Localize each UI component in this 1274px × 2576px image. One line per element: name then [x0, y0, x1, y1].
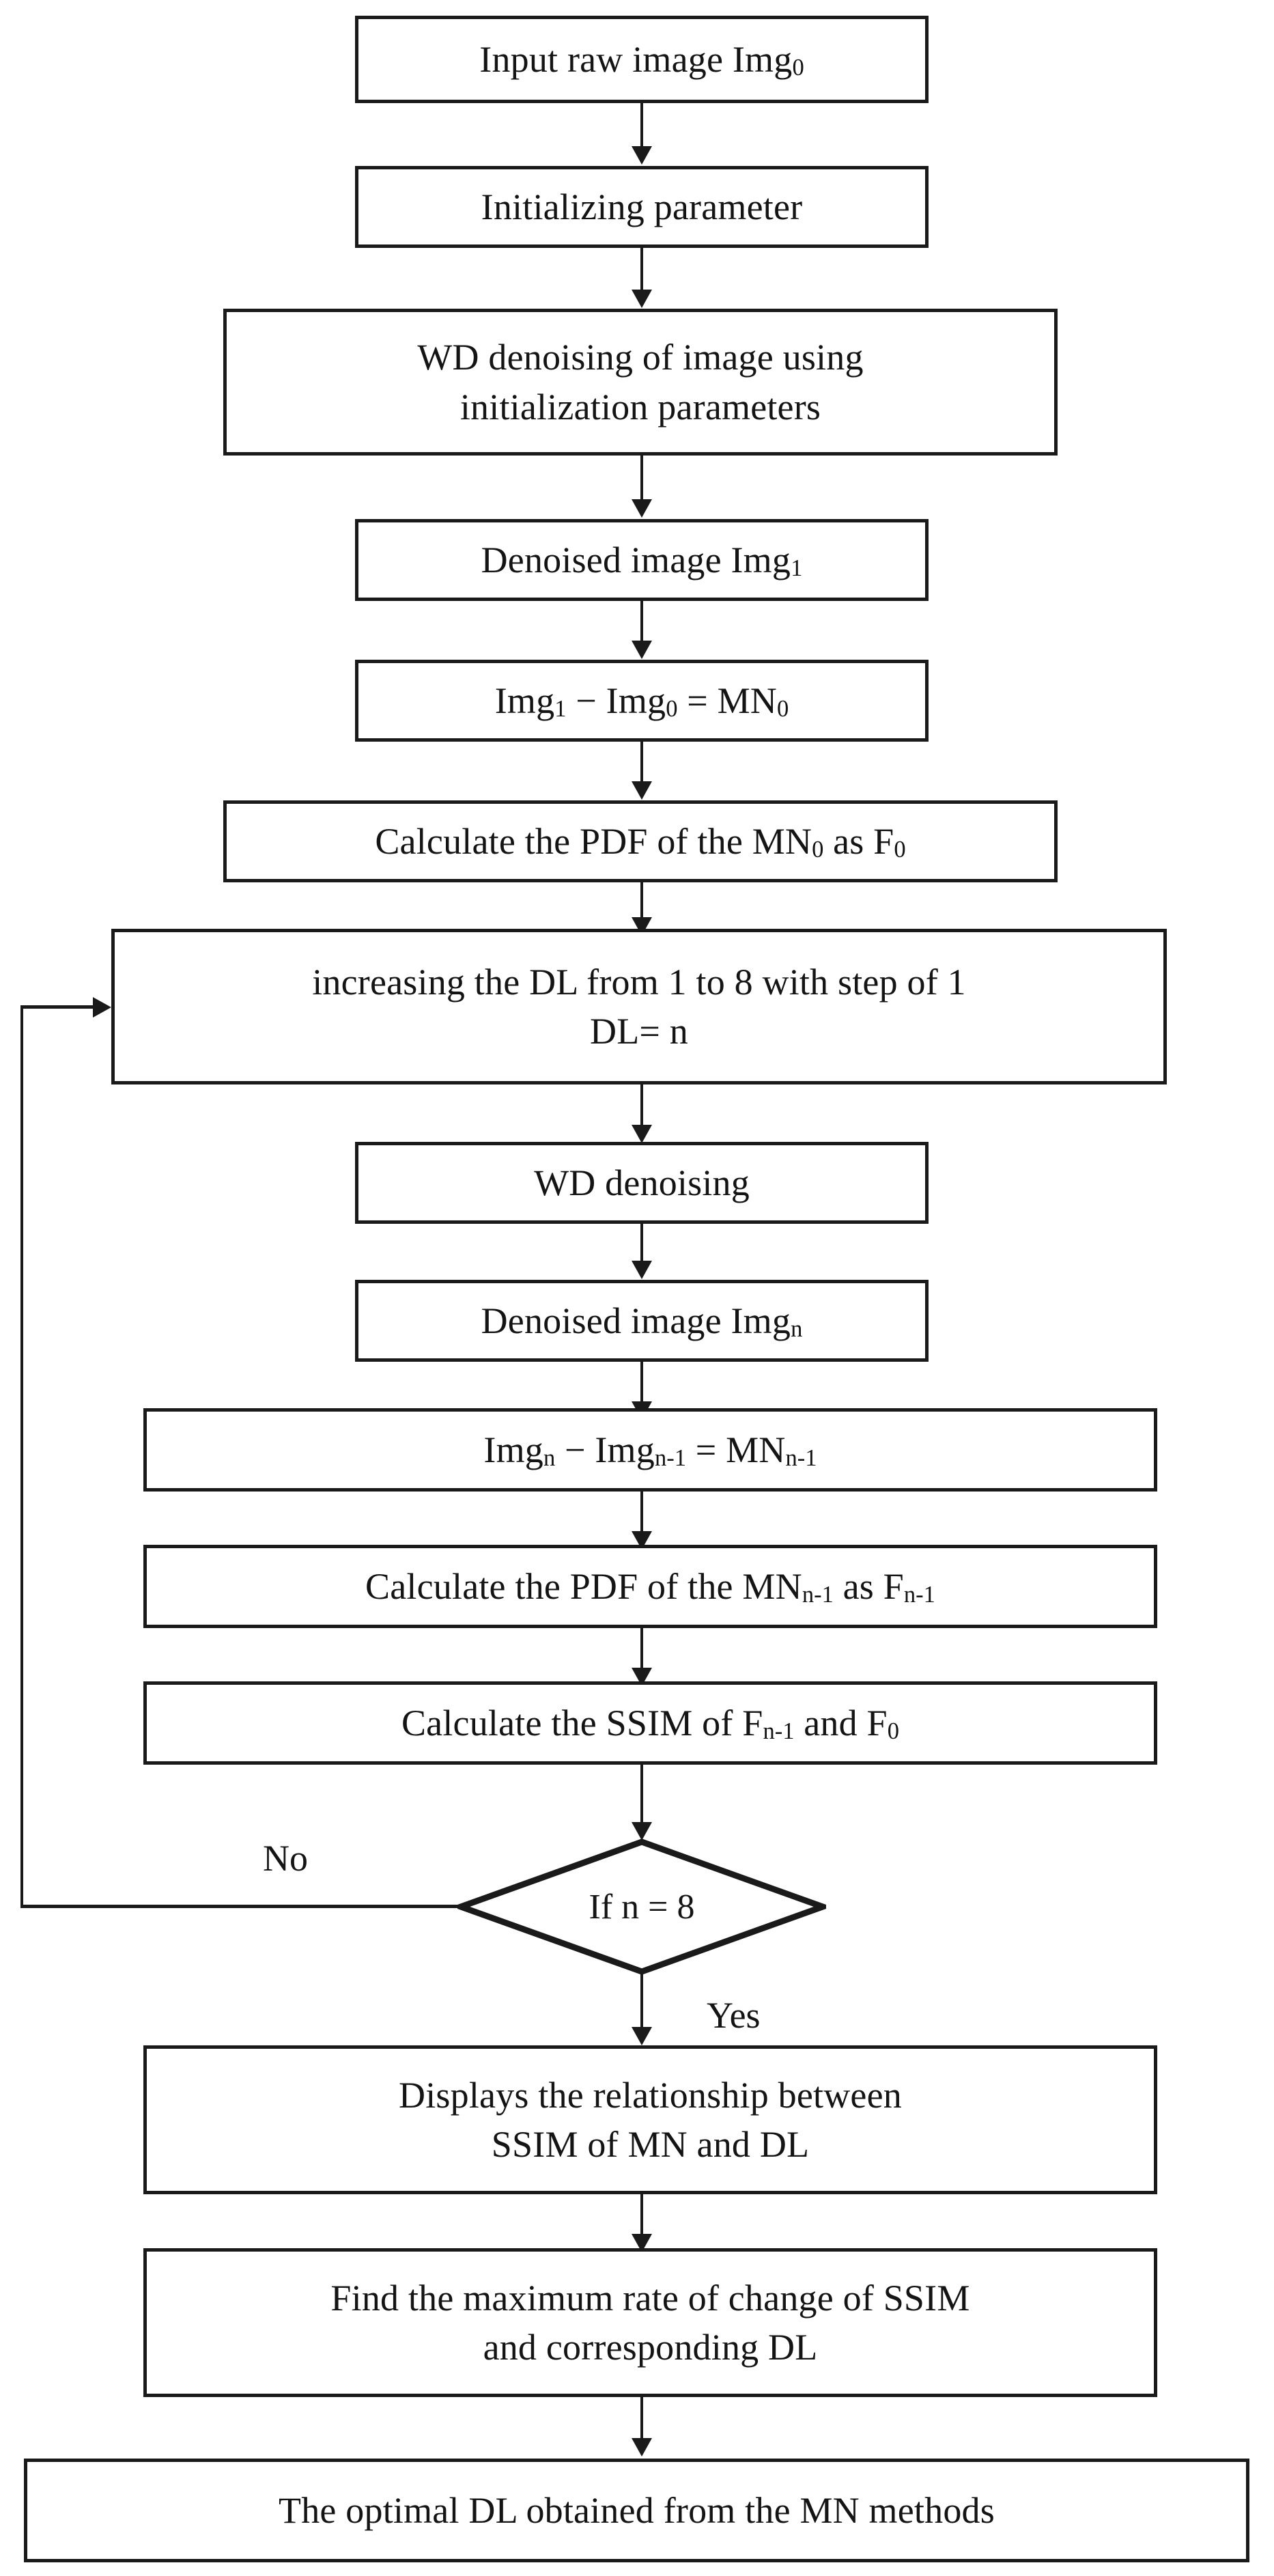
node-decision-if-n-equals-8[interactable]: If n = 8	[457, 1838, 826, 1975]
connector-n2-n3	[640, 248, 643, 299]
node-label: Calculate the PDF of the MN0 as F0	[375, 820, 906, 863]
connector-n15-n16	[640, 2397, 643, 2448]
node-denoised-image-n[interactable]: Denoised image Imgn	[355, 1280, 929, 1362]
arrowhead-n7-n8	[632, 1125, 652, 1143]
arrowhead-yes-branch	[632, 2027, 652, 2045]
connector-no-branch-return	[20, 1005, 93, 1009]
connector-n4-n5	[640, 601, 643, 650]
arrowhead-n8-n9	[632, 1261, 652, 1279]
arrowhead-n15-n16	[632, 2438, 652, 2456]
node-wd-denoising[interactable]: WD denoising	[355, 1142, 929, 1224]
connector-no-branch-horizontal	[20, 1905, 464, 1908]
node-initializing-parameter[interactable]: Initializing parameter	[355, 166, 929, 248]
connector-yes-branch	[640, 1972, 643, 2041]
node-label: Input raw image Img0	[479, 38, 804, 81]
node-increasing-dl-loop[interactable]: increasing the DL from 1 to 8 with step …	[111, 929, 1167, 1084]
node-label: Calculate the PDF of the MNn-1 as Fn-1	[365, 1565, 935, 1608]
node-label: WD denoising	[534, 1162, 750, 1203]
arrowhead-n4-n5	[632, 641, 652, 659]
connector-n1-n2	[640, 103, 643, 154]
node-calc-ssim[interactable]: Calculate the SSIM of Fn-1 and F0	[143, 1681, 1157, 1765]
node-label: Denoised image Imgn	[481, 1300, 803, 1343]
arrowhead-n3-n4	[632, 499, 652, 518]
arrowhead-no-branch	[93, 997, 111, 1018]
connector-n7-n8	[640, 1084, 643, 1134]
connector-no-branch-vertical	[20, 1005, 23, 1908]
diamond-shape	[457, 1838, 826, 1975]
node-denoised-image-1[interactable]: Denoised image Img1	[355, 519, 929, 601]
node-calc-pdf-mn0[interactable]: Calculate the PDF of the MN0 as F0	[223, 800, 1058, 882]
connector-n10-n11	[640, 1492, 643, 1541]
edge-label-yes: Yes	[707, 1995, 761, 2036]
connector-n5-n6	[640, 742, 643, 791]
node-img1-minus-img0[interactable]: Img1 − Img0 = MN0	[355, 660, 929, 742]
node-imgn-minus-imgn1[interactable]: Imgn − Imgn-1 = MNn-1	[143, 1408, 1157, 1492]
node-label: Img1 − Img0 = MN0	[494, 680, 789, 723]
arrowhead-n2-n3	[632, 290, 652, 308]
node-label: The optimal DL obtained from the MN meth…	[279, 2489, 995, 2531]
node-input-raw-image[interactable]: Input raw image Img0	[355, 16, 929, 103]
arrowhead-n1-n2	[632, 146, 652, 165]
node-label: Imgn − Imgn-1 = MNn-1	[483, 1429, 817, 1472]
connector-n3-n4	[640, 456, 643, 509]
connector-n6-n7	[640, 882, 643, 927]
arrowhead-n12-n13	[632, 1822, 652, 1840]
node-label: increasing the DL from 1 to 8 with step …	[312, 961, 966, 1052]
edge-label-no: No	[263, 1838, 308, 1879]
connector-n8-n9	[640, 1224, 643, 1270]
node-calc-pdf-mnn1[interactable]: Calculate the PDF of the MNn-1 as Fn-1	[143, 1545, 1157, 1628]
node-label: Calculate the SSIM of Fn-1 and F0	[401, 1702, 900, 1745]
node-label: Initializing parameter	[481, 186, 803, 227]
connector-n14-n15	[640, 2194, 643, 2243]
connector-n9-n10	[640, 1362, 643, 1411]
node-label: Denoised image Img1	[481, 539, 803, 582]
connector-n11-n12	[640, 1628, 643, 1679]
arrowhead-n5-n6	[632, 781, 652, 800]
node-optimal-dl-result[interactable]: The optimal DL obtained from the MN meth…	[24, 2459, 1249, 2562]
connector-n12-n13	[640, 1765, 643, 1833]
